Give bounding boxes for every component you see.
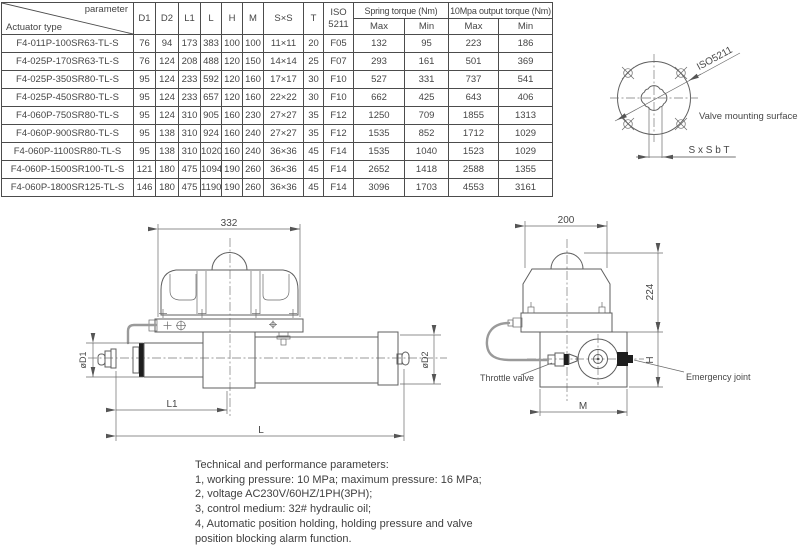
dim-332-label: 332 bbox=[221, 218, 238, 229]
spec-table: parameter Actuator type D1 D2 L1 L H M S… bbox=[1, 2, 554, 197]
flange-view-drawing: ISO5211 Valve mounting surface S x S b T bbox=[610, 45, 798, 160]
housing-pocket bbox=[169, 274, 197, 301]
iso-line2: 5211 bbox=[328, 18, 349, 30]
dim-l-label: L bbox=[258, 425, 264, 436]
emergency-leader-line bbox=[633, 359, 685, 373]
housing-pocket bbox=[262, 274, 290, 301]
spec-cell: 3161 bbox=[497, 178, 554, 197]
corner-label-parameter: parameter bbox=[84, 4, 128, 15]
end-view-drawing: Throttle valve Emergency joint 200 224 H… bbox=[480, 215, 751, 416]
emergency-joint bbox=[617, 352, 633, 366]
end-plate-left bbox=[132, 346, 140, 374]
spec-cell: 1355 bbox=[497, 160, 554, 179]
hose-fitting bbox=[507, 317, 523, 328]
spec-cell: 180 bbox=[155, 178, 179, 197]
dim-224-label: 224 bbox=[645, 283, 656, 300]
hydraulic-hose bbox=[485, 321, 550, 362]
plate-bolts-end bbox=[527, 302, 606, 314]
mounting-plate-end bbox=[520, 312, 613, 333]
technical-notes: Technical and performance parameters: 1,… bbox=[195, 458, 482, 546]
motor-housing-shell bbox=[160, 269, 299, 316]
spec-cell: 1029 bbox=[497, 124, 554, 143]
dim-l1-label: L1 bbox=[166, 399, 178, 410]
throttle-valve bbox=[547, 352, 578, 367]
rod-end-fitting-left bbox=[97, 348, 117, 369]
motor-housing-end bbox=[522, 268, 611, 314]
spec-cell: 260 bbox=[242, 178, 264, 197]
iso-line1: ISO bbox=[330, 6, 347, 18]
spec-cell: 1190 bbox=[200, 178, 222, 197]
housing-dome bbox=[211, 252, 248, 271]
dim-d2-label: øD2 bbox=[420, 351, 430, 368]
notes-line: 4, Automatic position holding, holding p… bbox=[195, 517, 473, 530]
throttle-leader-line bbox=[520, 362, 553, 376]
plate-fastener-marks bbox=[163, 320, 277, 331]
sxsbt-dim-label: S x S b T bbox=[689, 145, 730, 156]
notes-line: 3, control medium: 32# hydraulic oil; bbox=[195, 503, 372, 516]
cylinder-bore-inner bbox=[593, 354, 603, 364]
diagonal-divider bbox=[2, 3, 133, 34]
bleed-fitting bbox=[276, 331, 291, 346]
col-header-iso5211: ISO 5211 bbox=[323, 2, 354, 35]
corner-label-actuator-type: Actuator type bbox=[6, 22, 62, 33]
end-cap-right bbox=[377, 331, 399, 386]
center-block bbox=[202, 331, 256, 389]
conduit-elbow bbox=[126, 323, 158, 345]
bolt-hole bbox=[621, 117, 635, 131]
dim-200-label: 200 bbox=[558, 215, 575, 226]
cylinder-bore-middle bbox=[588, 349, 608, 369]
corner-header-cell: parameter Actuator type bbox=[1, 2, 134, 35]
sub-header-output-min: Min bbox=[497, 18, 554, 35]
iso5211-leader-line bbox=[614, 52, 741, 122]
housing-base-bolts bbox=[159, 309, 297, 318]
dim-m-label: M bbox=[579, 401, 587, 412]
side-view-drawing: 332 øD1 øD2 L1 L bbox=[78, 218, 447, 441]
bolt-hole bbox=[621, 66, 635, 80]
seal-ring bbox=[139, 343, 144, 377]
notes-title: Technical and performance parameters: bbox=[195, 459, 389, 471]
notes-line: 2, voltage AC230V/60HZ/1PH(3PH); bbox=[195, 488, 373, 501]
dim-d1-label: øD1 bbox=[78, 351, 88, 368]
notes-line: position blocking alarm function. bbox=[195, 532, 352, 545]
cylinder-body-end bbox=[539, 331, 628, 388]
rod-end-fitting-right bbox=[396, 351, 410, 366]
cylinder-main-body bbox=[254, 336, 379, 384]
leader-arrow bbox=[688, 73, 702, 81]
dim-h-label: H bbox=[645, 356, 656, 363]
square-drive-socket bbox=[640, 85, 668, 111]
housing-dome-end bbox=[550, 252, 584, 270]
leader-arrow bbox=[616, 113, 629, 121]
valve-mounting-surface-label: Valve mounting surface bbox=[699, 111, 798, 122]
cylinder-left-section bbox=[143, 342, 204, 378]
throttle-valve-label: Throttle valve bbox=[480, 373, 534, 383]
bolt-hole bbox=[674, 117, 688, 131]
emergency-joint-label: Emergency joint bbox=[686, 372, 751, 382]
spec-cell: 541 bbox=[497, 70, 554, 89]
bore-center-dot bbox=[596, 357, 600, 361]
col-header-sxs: S×S bbox=[263, 2, 304, 35]
notes-line: 1, working pressure: 10 MPa; maximum pre… bbox=[195, 473, 482, 486]
bolt-hole bbox=[674, 66, 688, 80]
